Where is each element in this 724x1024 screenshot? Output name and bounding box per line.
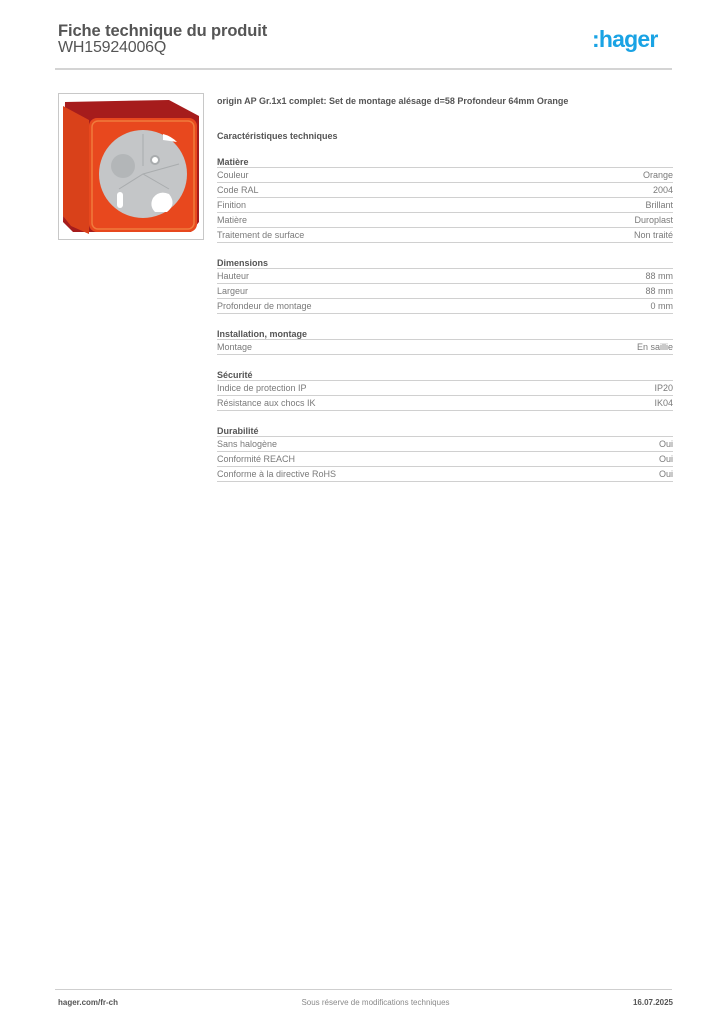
product-image xyxy=(58,93,204,240)
row-value: 2004 xyxy=(652,185,673,195)
row-label: Conforme à la directive RoHS xyxy=(217,469,337,479)
group-title: Dimensions xyxy=(217,257,673,269)
row-value: IP20 xyxy=(654,383,673,393)
row-value: 88 mm xyxy=(645,286,673,296)
table-row: Couleur Orange xyxy=(217,168,673,183)
row-value: Duroplast xyxy=(634,215,673,225)
row-label: Traitement de surface xyxy=(217,230,305,240)
row-value: Oui xyxy=(658,454,673,464)
page-title: Fiche technique du produit xyxy=(58,22,268,40)
group-dimensions: Dimensions Hauteur 88 mm Largeur 88 mm Pro… xyxy=(217,257,673,314)
table-row: Matière Duroplast xyxy=(217,213,673,228)
section-title-technical: Caractéristiques techniques xyxy=(217,131,338,141)
row-value: 0 mm xyxy=(650,301,674,311)
row-value: Oui xyxy=(658,439,673,449)
footer-website-link[interactable]: hager.com/fr-ch xyxy=(58,998,119,1007)
footer-date: 16.07.2025 xyxy=(632,998,673,1007)
table-row: Sans halogène Oui xyxy=(217,437,673,452)
product-details: origin AP Gr.1x1 complet: Set de montage… xyxy=(217,95,673,482)
row-label: Conformité REACH xyxy=(217,454,296,464)
row-label: Profondeur de montage xyxy=(217,301,312,311)
page-footer: hager.com/fr-ch Sous réserve de modifica… xyxy=(58,998,673,1007)
row-label: Indice de protection IP xyxy=(217,383,307,393)
product-code: WH15924006Q xyxy=(58,39,167,56)
row-value: En saillie xyxy=(636,342,673,352)
row-value: Brillant xyxy=(645,200,673,210)
row-label: Résistance aux chocs IK xyxy=(217,398,316,408)
group-matiere: Matière Couleur Orange Code RAL 2004 Finit… xyxy=(217,156,673,243)
table-row: Code RAL 2004 xyxy=(217,183,673,198)
group-securite: Sécurité Indice de protection IP IP20 Rés… xyxy=(217,369,673,411)
table-row: Résistance aux chocs IK IK04 xyxy=(217,396,673,411)
hager-logo: :hager xyxy=(592,26,658,52)
table-row: Traitement de surface Non traité xyxy=(217,228,673,243)
row-label: Hauteur xyxy=(217,271,250,281)
row-label: Sans halogène xyxy=(217,439,278,449)
footer-disclaimer: Sous réserve de modifications techniques xyxy=(301,998,450,1007)
footer-divider xyxy=(55,989,672,990)
row-value: Oui xyxy=(658,469,673,479)
row-value: IK04 xyxy=(654,398,673,408)
table-row: Conformité REACH Oui xyxy=(217,452,673,467)
row-label: Montage xyxy=(217,342,253,352)
group-title: Installation, montage xyxy=(217,328,673,340)
group-title: Matière xyxy=(217,156,673,168)
table-row: Indice de protection IP IP20 xyxy=(217,381,673,396)
row-value: Orange xyxy=(642,170,673,180)
row-label: Matière xyxy=(217,215,248,225)
table-row: Montage En saillie xyxy=(217,340,673,355)
header-divider xyxy=(55,68,672,70)
row-label: Code RAL xyxy=(217,185,259,195)
row-label: Couleur xyxy=(217,170,249,180)
mounting-box-icon xyxy=(63,100,199,234)
row-value: 88 mm xyxy=(645,271,673,281)
table-row: Hauteur 88 mm xyxy=(217,269,673,284)
group-installation: Installation, montage Montage En saillie xyxy=(217,328,673,355)
group-title: Sécurité xyxy=(217,369,673,381)
row-label: Largeur xyxy=(217,286,249,296)
row-value: Non traité xyxy=(633,230,673,240)
row-label: Finition xyxy=(217,200,247,210)
group-title: Durabilité xyxy=(217,425,673,437)
table-row: Profondeur de montage 0 mm xyxy=(217,299,673,314)
table-row: Conforme à la directive RoHS Oui xyxy=(217,467,673,482)
table-row: Finition Brillant xyxy=(217,198,673,213)
table-row: Largeur 88 mm xyxy=(217,284,673,299)
product-description: origin AP Gr.1x1 complet: Set de montage… xyxy=(217,96,569,106)
